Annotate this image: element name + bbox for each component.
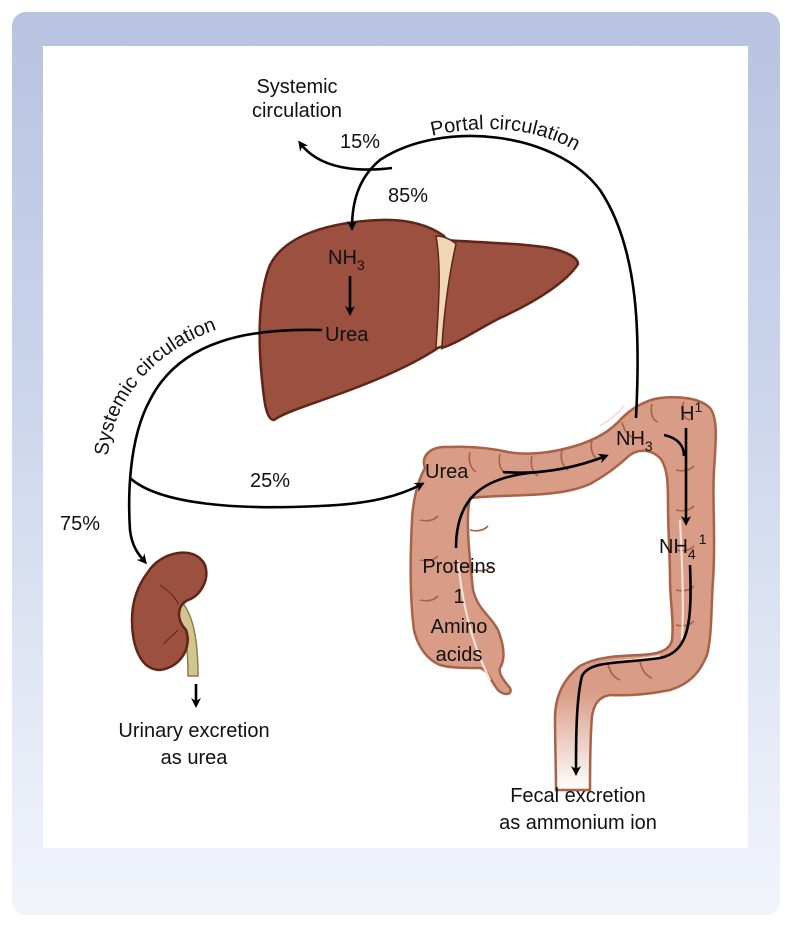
liver-nh3-base: NH	[328, 247, 357, 269]
systemic-top-label-line1: Systemic	[256, 76, 337, 98]
liver-left-lobe	[439, 238, 580, 350]
liver-nh3-label: NH3	[328, 247, 365, 273]
colon-urea-to-nh3-arrow	[502, 453, 609, 474]
hydrogen-superscript: 1	[694, 399, 702, 415]
ammonium-label: NH41	[659, 531, 707, 562]
colon-nh3-label: NH3	[616, 428, 653, 454]
percent-15-label: 15%	[340, 131, 380, 153]
percent-75-label: 75%	[60, 513, 100, 535]
percent-85-label: 85%	[388, 185, 428, 207]
ascending-colon	[409, 396, 718, 792]
fecal-excretion-arrow	[571, 564, 692, 776]
hydrogen-base: H	[680, 403, 694, 425]
urinary-excretion-label-line1: Urinary excretion	[118, 720, 269, 742]
ammonium-subscript: 4	[688, 546, 696, 562]
systemic-top-label-line2: circulation	[252, 100, 342, 122]
liver	[258, 218, 580, 422]
liver-nh3-subscript: 3	[357, 257, 365, 273]
systemic-circulation-left-label: Systemic circulation	[91, 314, 219, 457]
flow-arrows	[127, 134, 692, 776]
proteins-to-nh3-arrow	[454, 470, 541, 549]
colon-nh3-base: NH	[616, 428, 645, 450]
liver-urea-label: Urea	[325, 324, 369, 346]
amino-label: Amino	[431, 616, 488, 638]
percent-25-label: 25%	[250, 470, 290, 492]
falciform-ligament	[435, 235, 457, 350]
urea-to-colon-25-arrow	[129, 477, 425, 509]
colon-urea-label: Urea	[425, 461, 469, 483]
kidney-shape	[130, 551, 208, 672]
proteins-label: Proteins	[422, 556, 495, 578]
portal-circulation-arrow	[347, 134, 639, 419]
plus-label: 1	[453, 586, 464, 608]
acids-label: acids	[436, 644, 483, 666]
systemic-circulation-left-text: Systemic circulation	[91, 314, 219, 457]
portal-circulation-text: Portal circulation	[429, 112, 584, 155]
portal-circulation-label: Portal circulation	[429, 112, 584, 155]
systemic-15-arrow	[298, 140, 393, 171]
h-plus-join-curve	[663, 433, 686, 457]
systemic-circulation-arrow	[127, 328, 323, 565]
fecal-excretion-label-line2: as ammonium ion	[499, 812, 657, 834]
ammonium-superscript: 1	[699, 531, 707, 547]
hydrogen-ion-label: H1	[680, 399, 702, 425]
urinary-excretion-label-line2: as urea	[161, 747, 229, 769]
kidney	[130, 551, 208, 677]
colon-nh3-subscript: 3	[645, 438, 653, 454]
ammonium-base: NH	[659, 536, 688, 558]
liver-right-lobe	[258, 218, 450, 422]
fecal-excretion-label-line1: Fecal excretion	[510, 785, 646, 807]
